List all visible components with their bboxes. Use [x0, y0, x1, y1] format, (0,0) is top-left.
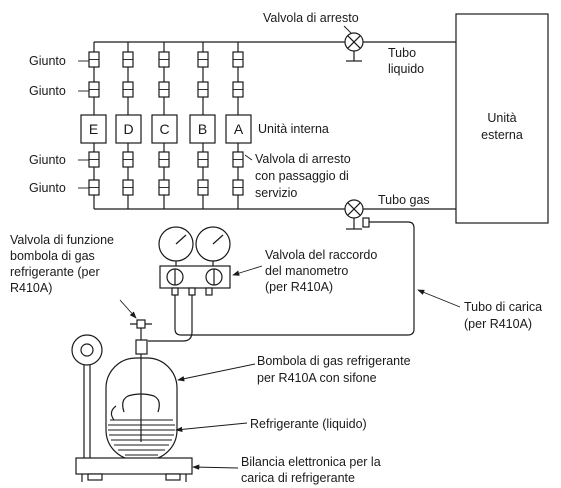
cylinder-valve-label-2: bombola di gas	[10, 249, 95, 263]
indoor-unit-column-c: C	[151, 42, 178, 209]
indoor-unit-column-a: A	[225, 42, 252, 209]
service-port-icon	[362, 217, 370, 228]
indoor-unit-c-label: C	[159, 121, 169, 137]
outdoor-unit-box	[455, 13, 549, 224]
service-valve-label-3: servizio	[255, 186, 297, 200]
gauge-manifold-icon	[158, 226, 231, 296]
leader-line	[343, 25, 352, 34]
gauge-manifold-label-2: del manometro	[265, 264, 348, 278]
joint-label-3: Giunto	[29, 153, 66, 167]
scale-label-1: Bilancia elettronica per la	[241, 455, 381, 469]
charge-hose-label-2: (per R410A)	[464, 317, 532, 331]
gas-pipe-label: Tubo gas	[378, 193, 430, 207]
indoor-unit-e-label: E	[89, 121, 98, 137]
indoor-unit-d-box	[115, 114, 142, 144]
outdoor-unit-label-1: Unità	[487, 111, 516, 125]
indoor-unit-a-box	[225, 114, 252, 144]
indoor-unit-column-b: B	[189, 42, 216, 209]
liquid-stop-valve-icon	[344, 32, 364, 62]
leader-line	[175, 422, 248, 433]
cylinder-label-2: per R410A con sifone	[257, 371, 377, 385]
scale-label-2: carica di refrigerante	[241, 471, 355, 485]
joint-label-2: Giunto	[29, 84, 66, 98]
indoor-unit-e-box	[80, 114, 107, 144]
liquid-pipe-label-2: liquido	[388, 62, 424, 76]
indoor-unit-column-d: D	[115, 42, 142, 209]
indoor-unit-label: Unità interna	[258, 122, 329, 136]
charge-hose-label-1: Tubo di carica	[464, 300, 542, 314]
refrigerant-cylinder-icon	[105, 319, 178, 461]
leader-line	[177, 363, 256, 382]
electronic-scale-icon	[71, 334, 193, 482]
cylinder-valve-label-3: refrigerante (per	[10, 265, 100, 279]
cylinder-hose	[148, 295, 193, 342]
service-valve-label-2: con passaggio di	[255, 169, 349, 183]
gas-stop-valve-icon	[344, 199, 370, 230]
indoor-unit-a-label: A	[234, 121, 244, 137]
indoor-unit-column-e: E	[80, 42, 107, 209]
leader-line	[232, 265, 263, 276]
charge-hose	[174, 221, 415, 336]
gauge-manifold-label-3: (per R410A)	[265, 280, 333, 294]
leader-line	[119, 299, 137, 319]
outdoor-unit-label-2: esterna	[481, 128, 523, 142]
leader-line	[417, 289, 461, 308]
joint-label-4: Giunto	[29, 181, 66, 195]
joint-label-1: Giunto	[29, 54, 66, 68]
gauge-manifold-label-1: Valvola del raccordo	[265, 248, 377, 262]
indoor-unit-b-box	[189, 114, 216, 144]
leader-line	[192, 464, 239, 470]
liquid-pipe-label-1: Tubo	[388, 46, 416, 60]
refrigerant-label: Refrigerante (liquido)	[250, 417, 367, 431]
indoor-unit-d-label: D	[123, 121, 133, 137]
cylinder-label-1: Bombola di gas refrigerante	[257, 354, 411, 368]
stop-valve-top-label: Valvola di arresto	[263, 11, 359, 25]
service-valve-label-1: Valvola di arresto	[255, 152, 351, 166]
cylinder-valve-label-4: R410A)	[10, 281, 52, 295]
indoor-unit-c-box	[151, 114, 178, 144]
cylinder-valve-label-1: Valvola di funzione	[10, 233, 114, 247]
indoor-unit-b-label: B	[198, 121, 207, 137]
leader-line	[244, 154, 253, 161]
